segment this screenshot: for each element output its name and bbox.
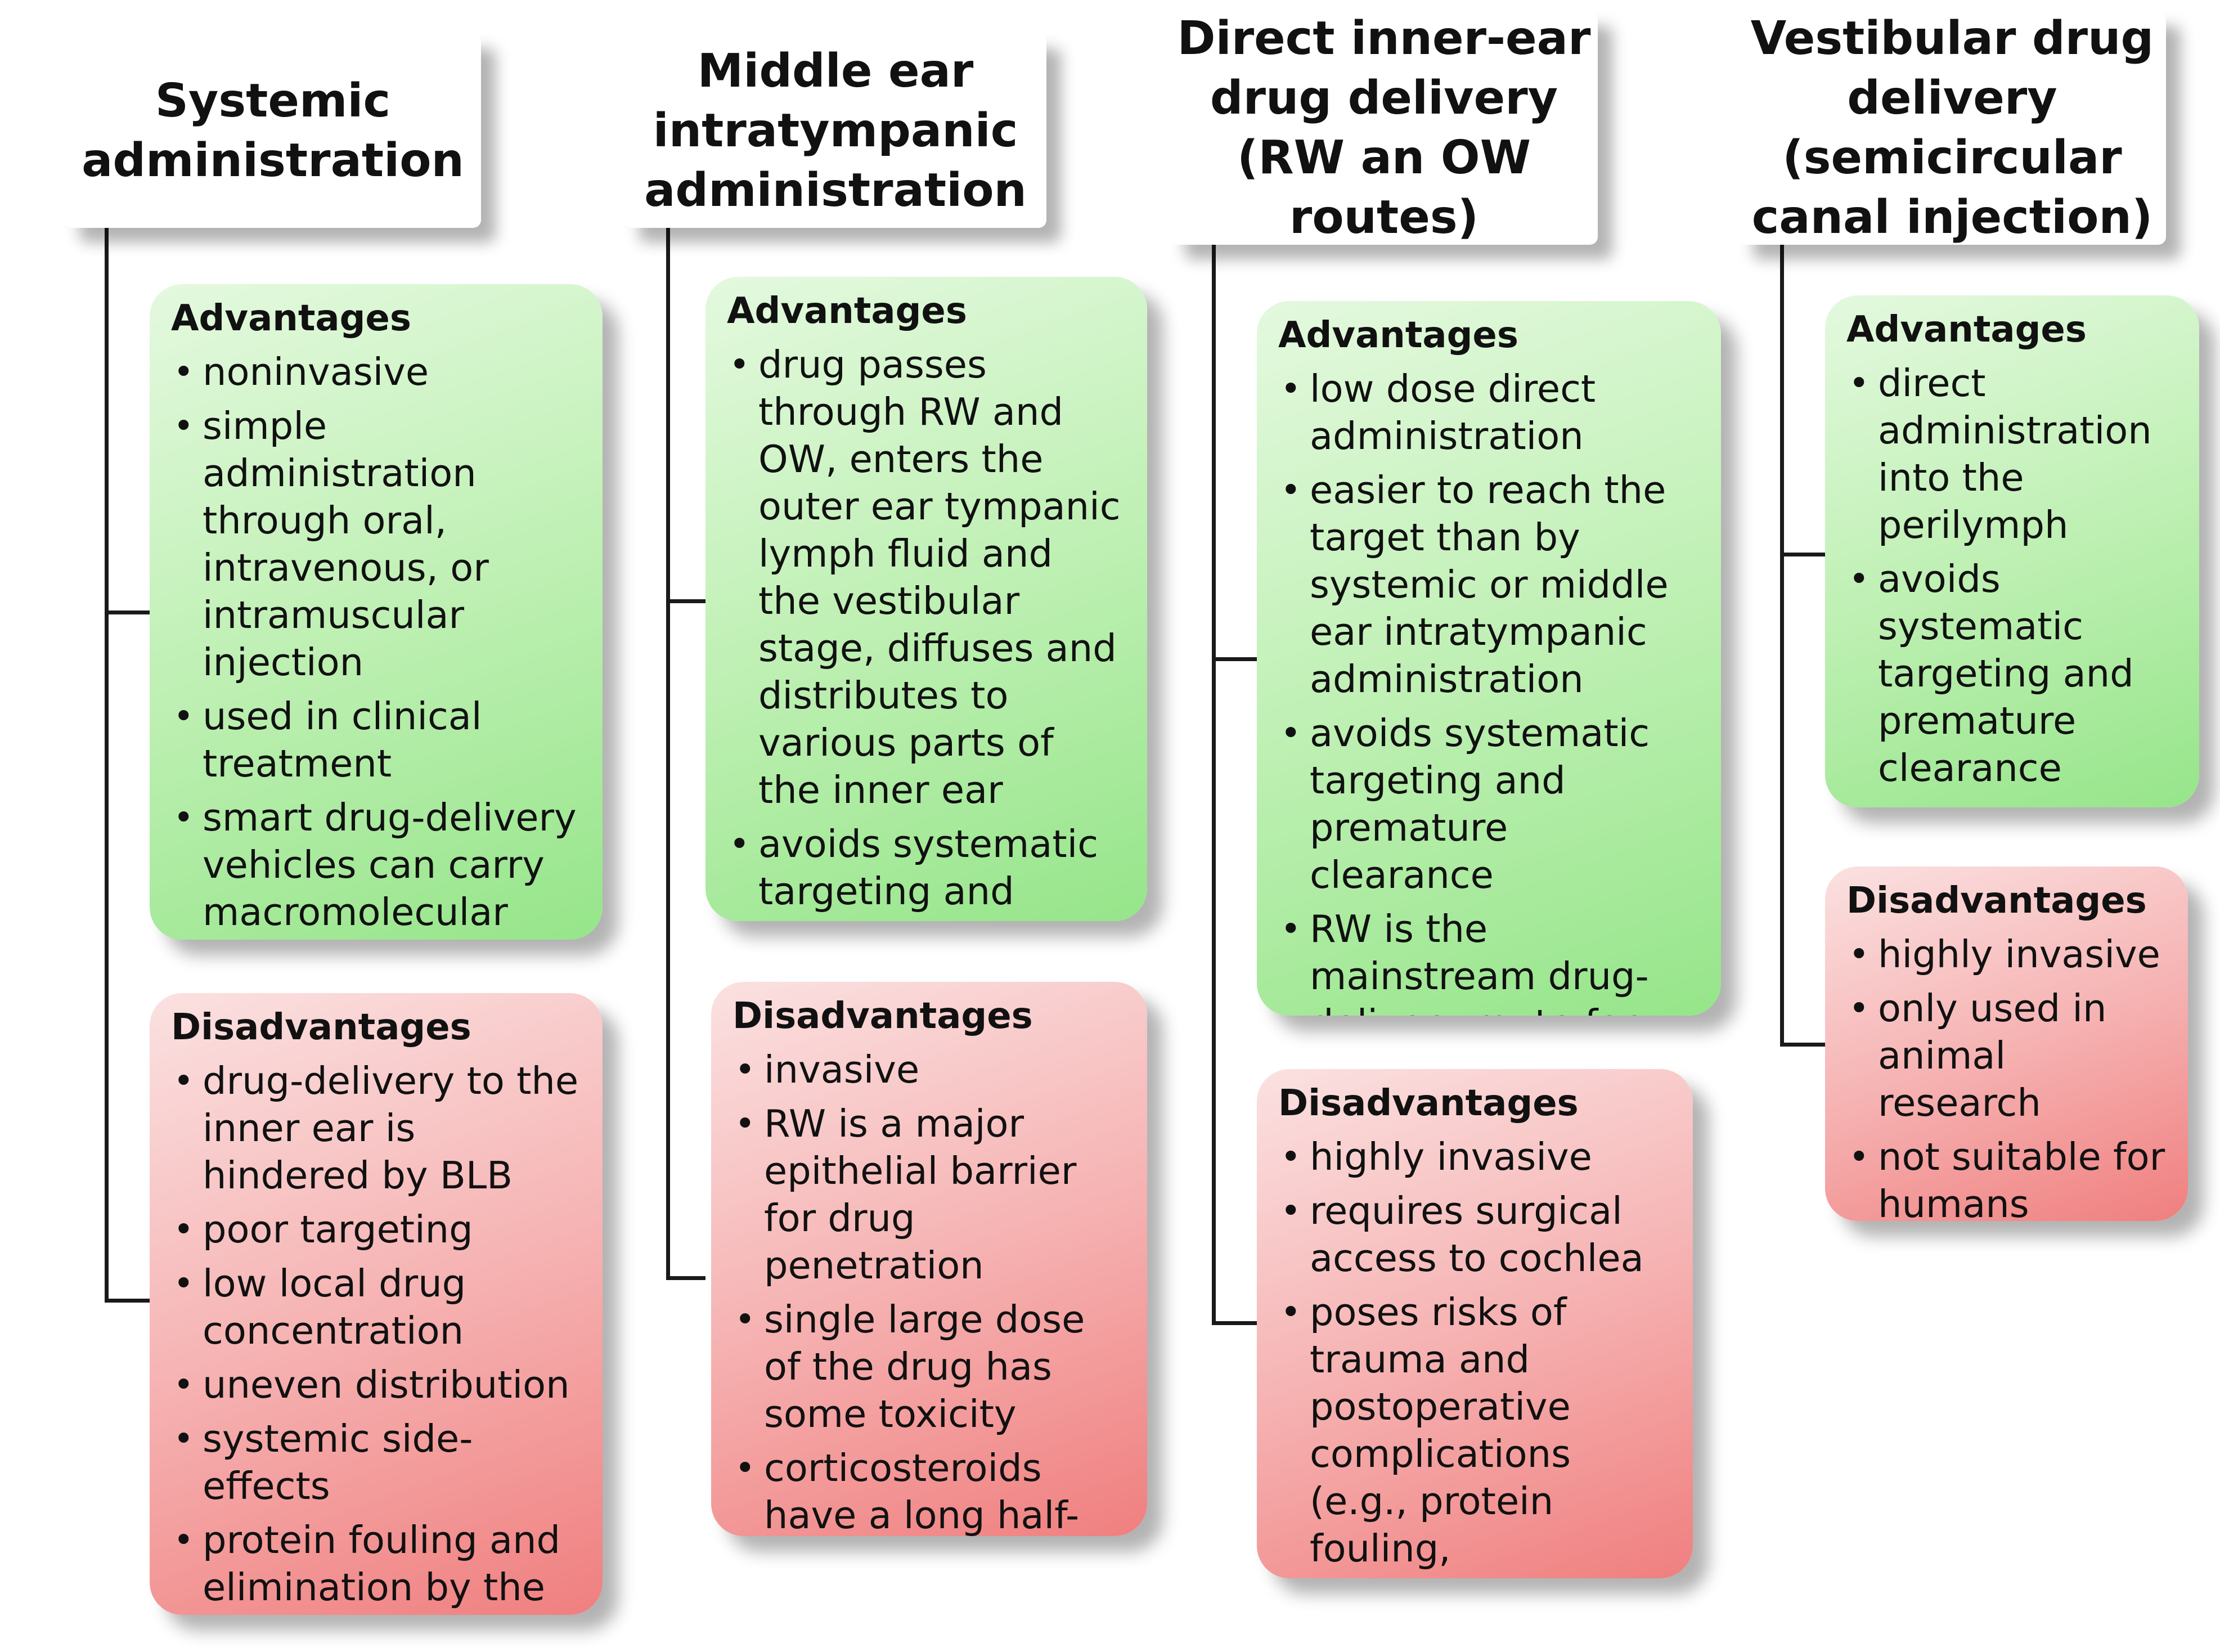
disadvantages-heading: Disadvantages	[1278, 1083, 1579, 1124]
connector-branch	[105, 1299, 150, 1303]
connector-branch	[1780, 1043, 1825, 1047]
advantages-list: low dose direct administration easier to…	[1278, 365, 1698, 1016]
connector-line	[1780, 245, 1784, 1047]
column-title: Systemic administration	[82, 74, 464, 187]
connector-line	[105, 228, 109, 1303]
column-title: Vestibular drug delivery (semicircular c…	[1750, 11, 2154, 244]
connector-branch	[666, 599, 705, 603]
list-item: systemic side-effects	[171, 1415, 580, 1510]
advantages-heading: Advantages	[1278, 315, 1518, 356]
disadvantages-heading: Disadvantages	[732, 995, 1033, 1037]
list-item: not suitable for humans	[1846, 1133, 2165, 1221]
advantages-list: direct administration into the perilymph…	[1846, 360, 2177, 792]
list-item: drug-delivery to the inner ear is hinder…	[171, 1057, 580, 1199]
advantages-list: drug passes through RW and OW, enters th…	[727, 341, 1125, 921]
list-item: simple administration through oral, intr…	[171, 402, 580, 686]
list-item: poses risks of trauma and postoperative …	[1278, 1289, 1670, 1578]
list-item: RW is a major epithelial barrier for dru…	[732, 1100, 1125, 1289]
disadvantages-list: highly invasive requires surgical access…	[1278, 1133, 1670, 1578]
list-item: low dose direct administration	[1278, 365, 1698, 460]
connector-branch	[666, 1276, 705, 1280]
list-item: direct administration into the perilymph	[1846, 360, 2177, 549]
list-item: only used in animal research	[1846, 985, 2165, 1126]
list-item: highly invasive	[1846, 931, 2165, 978]
advantages-list: noninvasive simple administration throug…	[171, 348, 580, 940]
list-item: smart drug-delivery vehicles can carry m…	[171, 794, 580, 940]
list-item: low local drug concentration	[171, 1260, 580, 1354]
list-item: highly invasive	[1278, 1133, 1670, 1180]
list-item: used in clinical treatment	[171, 693, 580, 787]
list-item: uneven distribution	[171, 1361, 580, 1408]
advantages-heading: Advantages	[171, 298, 411, 339]
disadvantages-list: drug-delivery to the inner ear is hinder…	[171, 1057, 580, 1615]
list-item: avoids systematic targeting and prematur…	[1846, 555, 2177, 792]
advantages-box: Advantages low dose direct administratio…	[1257, 301, 1721, 1016]
disadvantages-box: Disadvantages invasive RW is a major epi…	[711, 982, 1147, 1536]
connector-branch	[105, 610, 150, 614]
column-title: Middle ear intratympanic administration	[644, 44, 1027, 217]
list-item: poor targeting	[171, 1206, 580, 1253]
advantages-box: Advantages noninvasive simple administra…	[150, 284, 603, 940]
advantages-box: Advantages direct administration into th…	[1825, 295, 2199, 807]
list-item: RW is the mainstream drug-delivery route…	[1278, 905, 1698, 1016]
disadvantages-box: Disadvantages highly invasive only used …	[1825, 867, 2188, 1221]
column-header: Systemic administration	[65, 34, 481, 228]
list-item: corticosteroids have a long half-life	[732, 1444, 1125, 1536]
connector-branch	[1212, 1321, 1257, 1325]
column-title: Direct inner-ear drug delivery (RW an OW…	[1177, 11, 1591, 244]
column-header: Middle ear intratympanic administration	[624, 34, 1046, 228]
disadvantages-box: Disadvantages drug-delivery to the inner…	[150, 993, 603, 1615]
disadvantages-heading: Disadvantages	[171, 1007, 471, 1048]
disadvantages-list: highly invasive only used in animal rese…	[1846, 931, 2165, 1221]
disadvantages-heading: Disadvantages	[1846, 880, 2147, 922]
disadvantages-box: Disadvantages highly invasive requires s…	[1257, 1069, 1693, 1578]
list-item: noninvasive	[171, 348, 580, 396]
advantages-heading: Advantages	[1846, 309, 2087, 351]
connector-line	[1212, 245, 1216, 1325]
advantages-heading: Advantages	[727, 290, 967, 332]
connector-branch	[1780, 553, 1825, 556]
advantages-box: Advantages drug passes through RW and OW…	[705, 277, 1147, 921]
list-item: invasive	[732, 1046, 1125, 1093]
connector-branch	[1212, 657, 1257, 661]
list-item: avoids systematic targeting and prematur…	[1278, 710, 1698, 899]
list-item: easier to reach the target than by syste…	[1278, 466, 1698, 703]
list-item: protein fouling and elimination by the i…	[171, 1516, 580, 1615]
connector-line	[666, 228, 670, 1280]
list-item: drug passes through RW and OW, enters th…	[727, 341, 1125, 814]
column-header: Vestibular drug delivery (semicircular c…	[1738, 11, 2166, 245]
disadvantages-list: invasive RW is a major epithelial barrie…	[732, 1046, 1125, 1536]
list-item: requires surgical access to cochlea	[1278, 1187, 1670, 1282]
list-item: single large dose of the drug has some t…	[732, 1296, 1125, 1438]
column-header: Direct inner-ear drug delivery (RW an OW…	[1170, 11, 1598, 245]
list-item: avoids systematic targeting and prematur…	[727, 820, 1125, 921]
